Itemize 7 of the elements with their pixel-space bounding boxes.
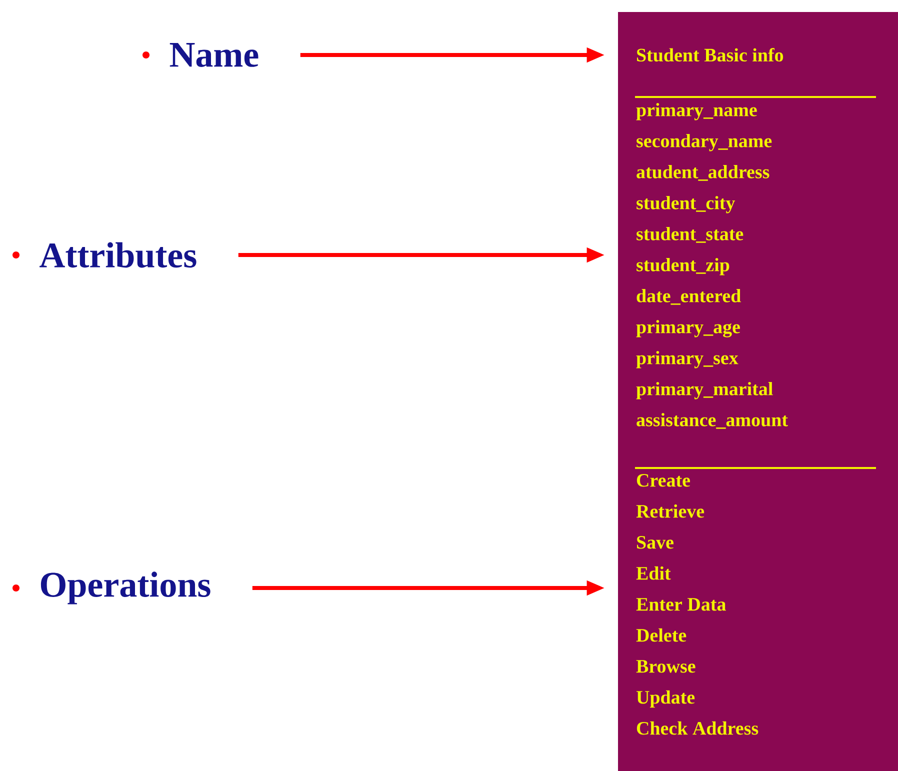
member-list: primary_name secondary_name atudent_address student_city student_state student_zip date_entered primary_age primary_sex primary_marital assistance_amount: [636, 103, 788, 429]
class-box: [618, 12, 898, 771]
member-list: Create Retrieve Save Edit Enter Data Delete Browse Update Check Address: [636, 474, 758, 735]
heading-label: Name: [170, 43, 258, 67]
heading-label: Operations: [40, 572, 210, 604]
class-name: Student Basic info: [637, 48, 784, 62]
heading-label: Attributes: [40, 242, 196, 268]
